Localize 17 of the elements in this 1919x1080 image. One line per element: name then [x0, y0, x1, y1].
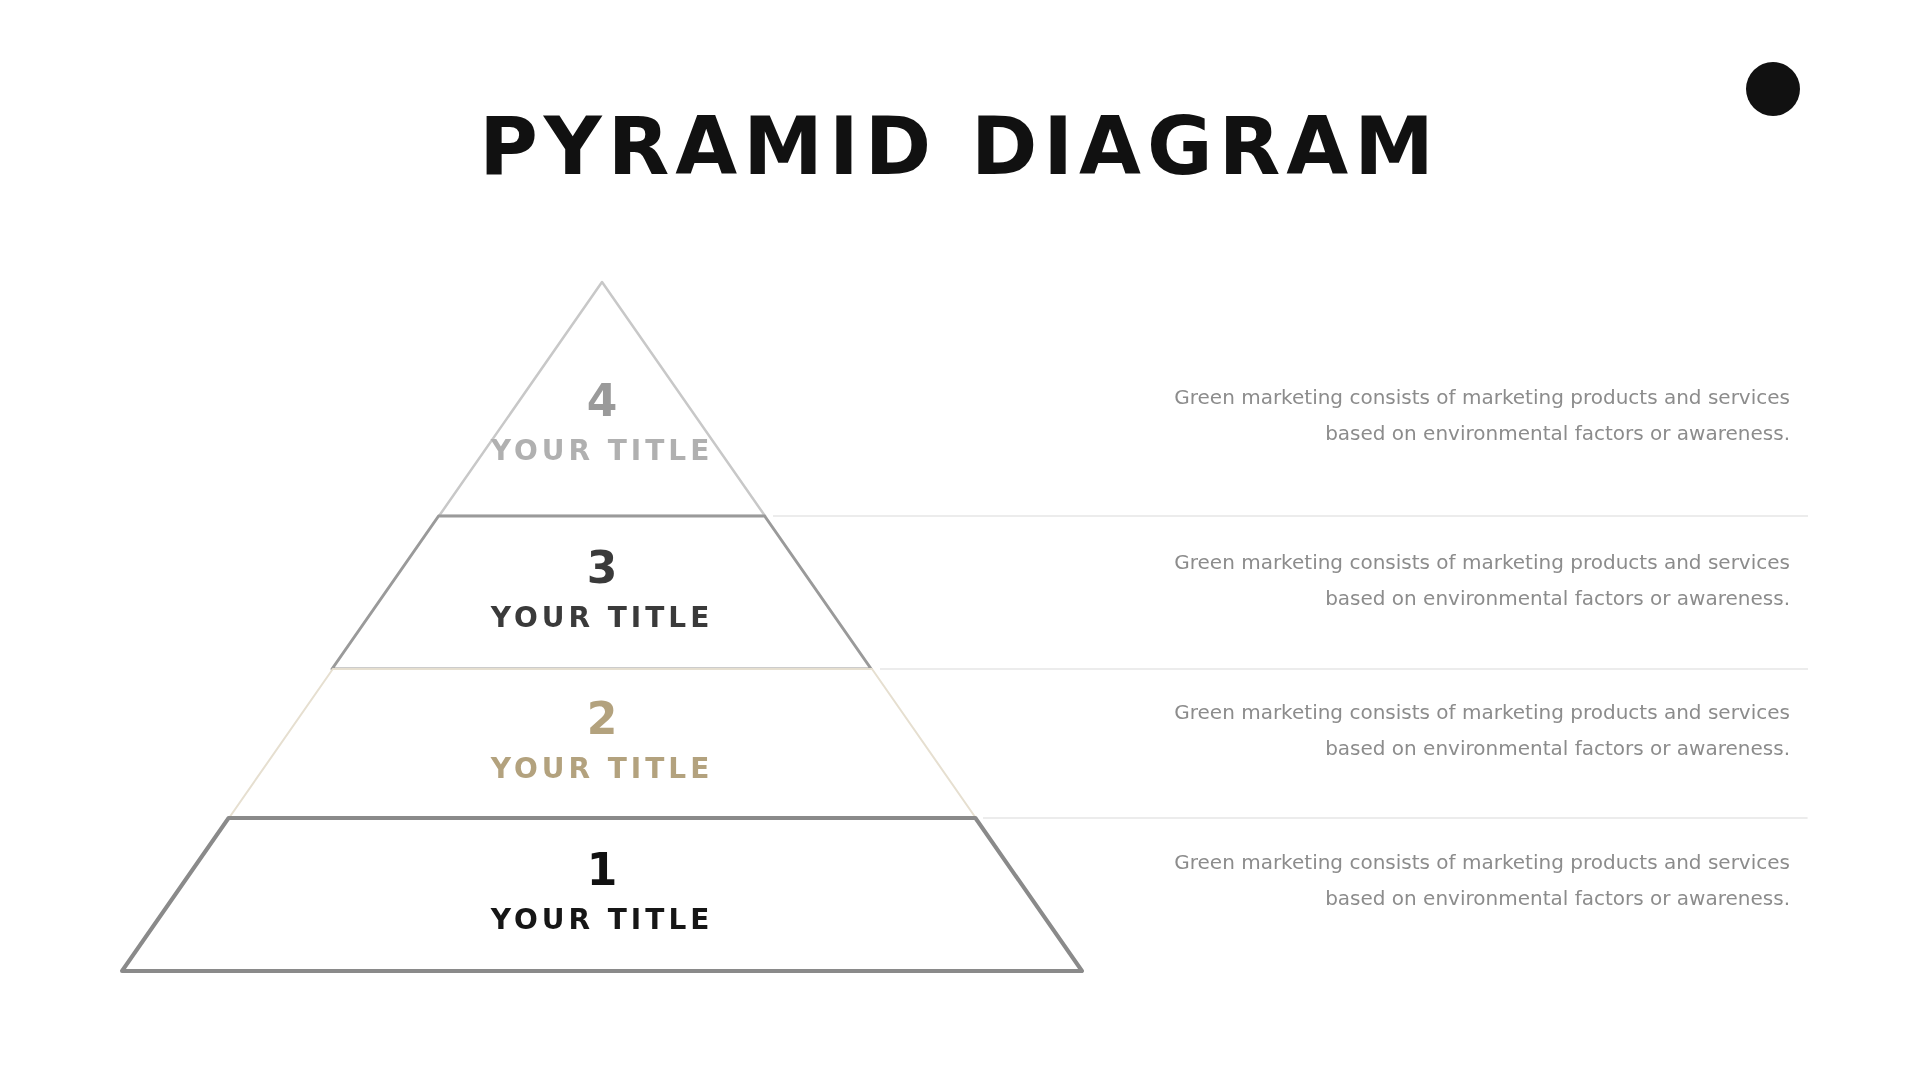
- tier-number: 1: [586, 844, 618, 895]
- pyramid-tier: [228, 669, 976, 818]
- description-text: Green marketing consists of marketing products and services based on environmental factors or awareness.: [1173, 849, 1790, 912]
- pyramid-tier: [332, 516, 872, 669]
- description-text: Green marketing consists of marketing products and services based on environmental factors or awareness.: [1173, 384, 1790, 447]
- slide-title: PYRAMID DIAGRAM: [478, 100, 1441, 193]
- description-text: Green marketing consists of marketing products and services based on environmental factors or awareness.: [1173, 549, 1790, 612]
- pyramid-tier: [122, 818, 1082, 971]
- tier-number: 2: [586, 693, 618, 744]
- tier-number: 3: [586, 542, 618, 593]
- tier-number: 4: [586, 376, 618, 426]
- tier-title: YOUR TITLE: [490, 600, 714, 635]
- tier-title: YOUR TITLE: [490, 902, 714, 937]
- pyramid-top-triangle: [438, 282, 765, 516]
- tier-title: YOUR TITLE: [490, 434, 714, 468]
- description-text: Green marketing consists of marketing products and services based on environmental factors or awareness.: [1173, 699, 1790, 762]
- tier-title: YOUR TITLE: [490, 751, 714, 786]
